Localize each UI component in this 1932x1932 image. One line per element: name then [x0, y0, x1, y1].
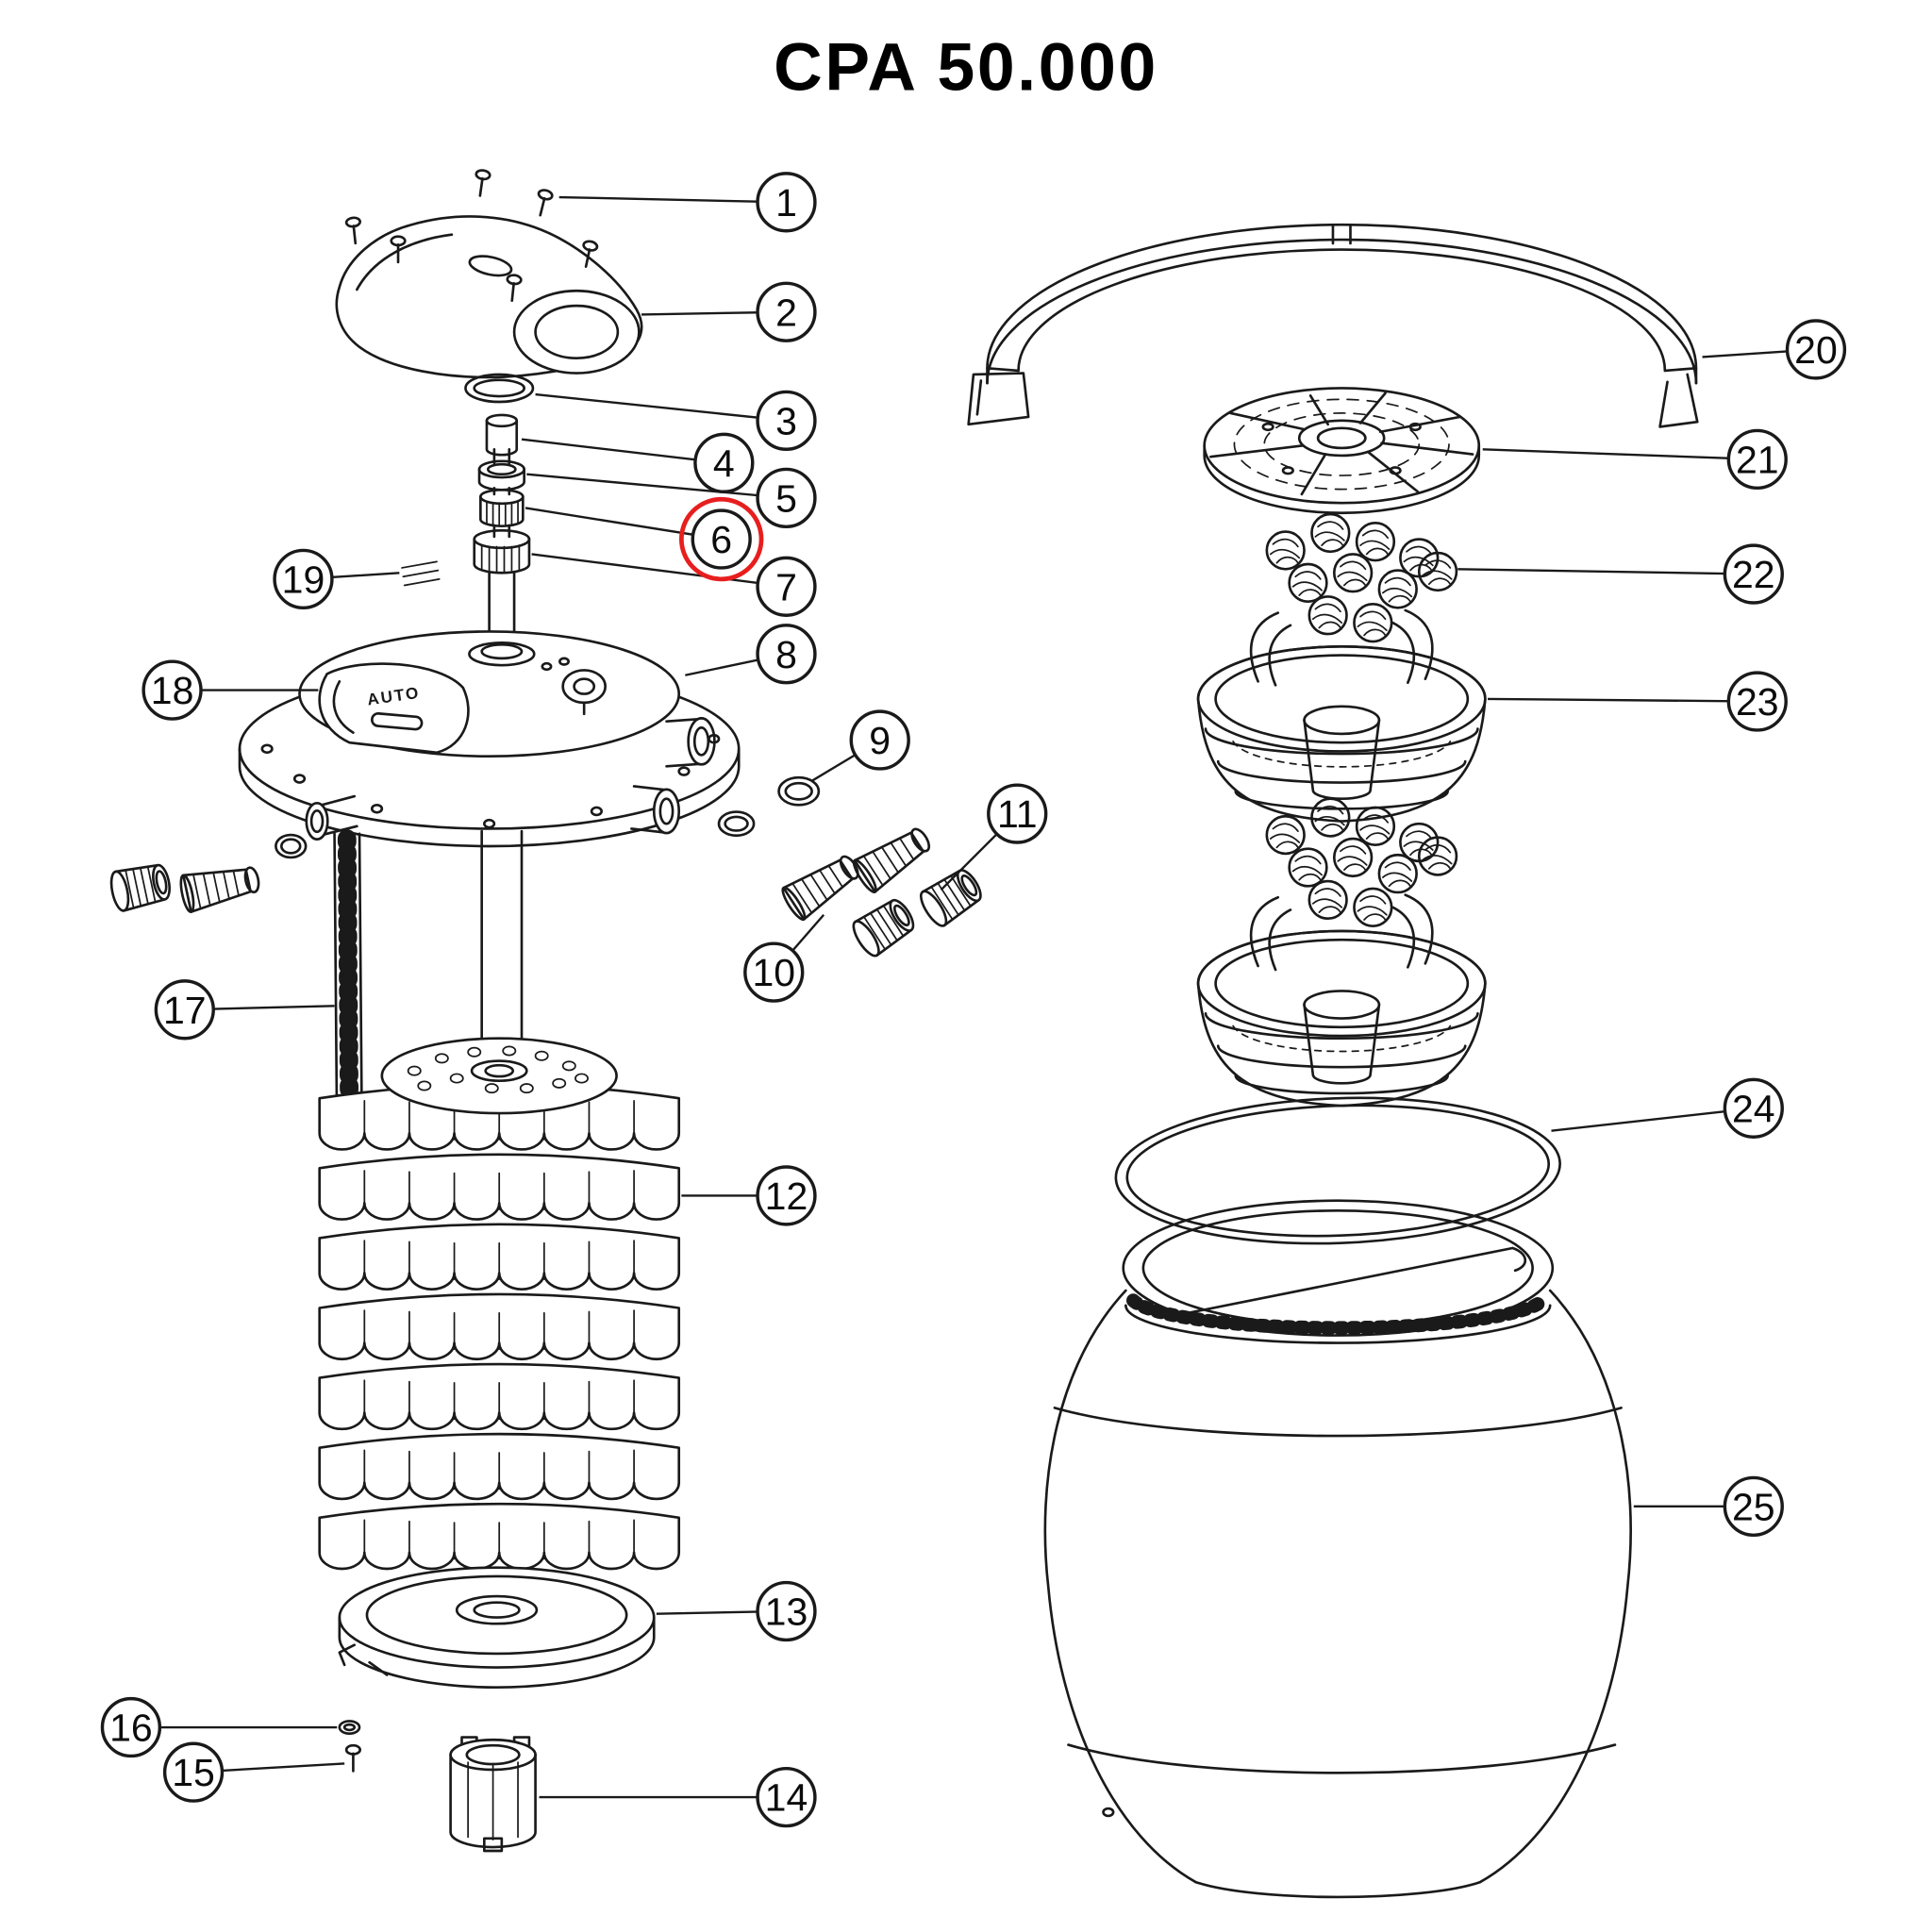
callout-circle-8: [756, 624, 817, 685]
callout-number-5: 5: [775, 476, 797, 520]
valve-stem-parts: [473, 413, 531, 648]
callout-circle-23: [1726, 671, 1788, 732]
callout-number-4: 4: [713, 441, 735, 485]
ribbed-strip: [333, 829, 363, 1137]
o-ring-top: [464, 373, 535, 404]
bottom-plate: [338, 1566, 656, 1689]
media-basket-lower: [1196, 893, 1487, 1108]
leader-line-4: [521, 438, 724, 465]
lid-port-left: [305, 794, 358, 841]
leader-line-24: [1551, 1107, 1754, 1132]
leader-line-23: [1488, 697, 1757, 703]
callout-circle-10: [743, 941, 805, 1003]
callout-circle-21: [1726, 428, 1788, 491]
callout-number-19: 19: [282, 558, 325, 601]
callout-circle-1: [756, 172, 817, 233]
leader-line-3: [535, 392, 787, 423]
callout-circle-24: [1723, 1077, 1784, 1139]
standpipe: [469, 829, 535, 1070]
leader-line-6: [525, 507, 722, 541]
bottom-fitting: [449, 1736, 537, 1853]
bio-balls-upper: [1267, 514, 1457, 641]
callout-number-11: 11: [997, 792, 1038, 836]
callout-number-24: 24: [1732, 1087, 1775, 1130]
callout-number-3: 3: [775, 399, 797, 442]
lid-port-right-lower: [630, 785, 681, 835]
callout-circle-11: [987, 783, 1048, 844]
leader-line-22: [1457, 568, 1754, 575]
callout-number-12: 12: [765, 1174, 808, 1218]
callout-circle-13: [756, 1580, 817, 1642]
leader-line-7: [531, 553, 787, 588]
callout-circle-7: [756, 556, 817, 617]
callout-number-2: 2: [775, 291, 797, 334]
callout-circle-12: [756, 1165, 817, 1226]
leader-line-5: [526, 473, 787, 500]
callout-circle-22: [1723, 543, 1784, 605]
callout-circle-3: [756, 390, 817, 451]
callout-number-7: 7: [775, 565, 797, 608]
callout-number-14: 14: [765, 1776, 808, 1820]
callout-circle-2: [756, 281, 817, 342]
highlight-ring-part-6: [678, 496, 764, 582]
screw-bottom: [344, 1743, 362, 1773]
clamp-ring: [967, 223, 1699, 428]
callout-circle-15: [162, 1741, 225, 1803]
callout-circle-25: [1723, 1475, 1784, 1538]
lid-port-right-upper: [665, 717, 716, 768]
artwork-layer: AUTO: [107, 168, 1699, 1899]
callout-number-18: 18: [151, 669, 194, 712]
callout-circle-5: [756, 467, 817, 529]
callout-number-13: 13: [765, 1591, 808, 1634]
rotor-plate: [1203, 387, 1481, 515]
callout-circle-14: [756, 1766, 817, 1828]
handle-cover: [335, 215, 643, 379]
washer-small: [338, 1720, 361, 1735]
callout-circle-16: [100, 1696, 162, 1758]
callout-number-15: 15: [172, 1751, 215, 1794]
retainer-clip: [401, 560, 441, 587]
callout-number-6: 6: [710, 518, 732, 561]
filter-lid: AUTO: [238, 630, 741, 848]
callout-number-8: 8: [775, 633, 797, 676]
media-basket-upper: [1196, 608, 1487, 823]
callout-number-25: 25: [1732, 1485, 1775, 1528]
callout-circle-17: [154, 979, 215, 1041]
callout-circle-9: [849, 709, 910, 771]
callout-number-10: 10: [752, 951, 795, 994]
auto-cover: AUTO: [318, 662, 470, 755]
lid-rim-bolts: [260, 733, 721, 829]
hose-tails-right: [777, 819, 988, 961]
callout-circle-19: [273, 548, 334, 610]
callout-circle-4: [693, 432, 755, 493]
hose-fittings-left: [107, 833, 308, 915]
foam-cartridge-stack: [318, 1037, 681, 1571]
top-grid-plate: [380, 1037, 618, 1115]
seal-rings-small: [717, 775, 821, 838]
callout-number-22: 22: [1732, 553, 1775, 596]
filter-tank: [1043, 1199, 1632, 1899]
callout-number-21: 21: [1736, 438, 1779, 481]
callout-circle-6: [691, 508, 752, 570]
callout-number-17: 17: [163, 989, 207, 1032]
page-title: CPA 50.000: [774, 29, 1158, 105]
callout-number-16: 16: [109, 1707, 153, 1750]
seal-ring: [1114, 1096, 1561, 1245]
callout-number-23: 23: [1736, 680, 1779, 724]
callout-number-1: 1: [775, 181, 797, 225]
leader-line-1: [558, 195, 787, 204]
callout-circle-20: [1785, 319, 1847, 380]
callouts-layer: 1234567891011121314151617181920212223242…: [100, 172, 1847, 1828]
callout-number-20: 20: [1794, 328, 1838, 372]
leader-line-21: [1482, 448, 1757, 461]
callout-number-9: 9: [869, 719, 891, 762]
callout-circle-18: [142, 659, 203, 721]
